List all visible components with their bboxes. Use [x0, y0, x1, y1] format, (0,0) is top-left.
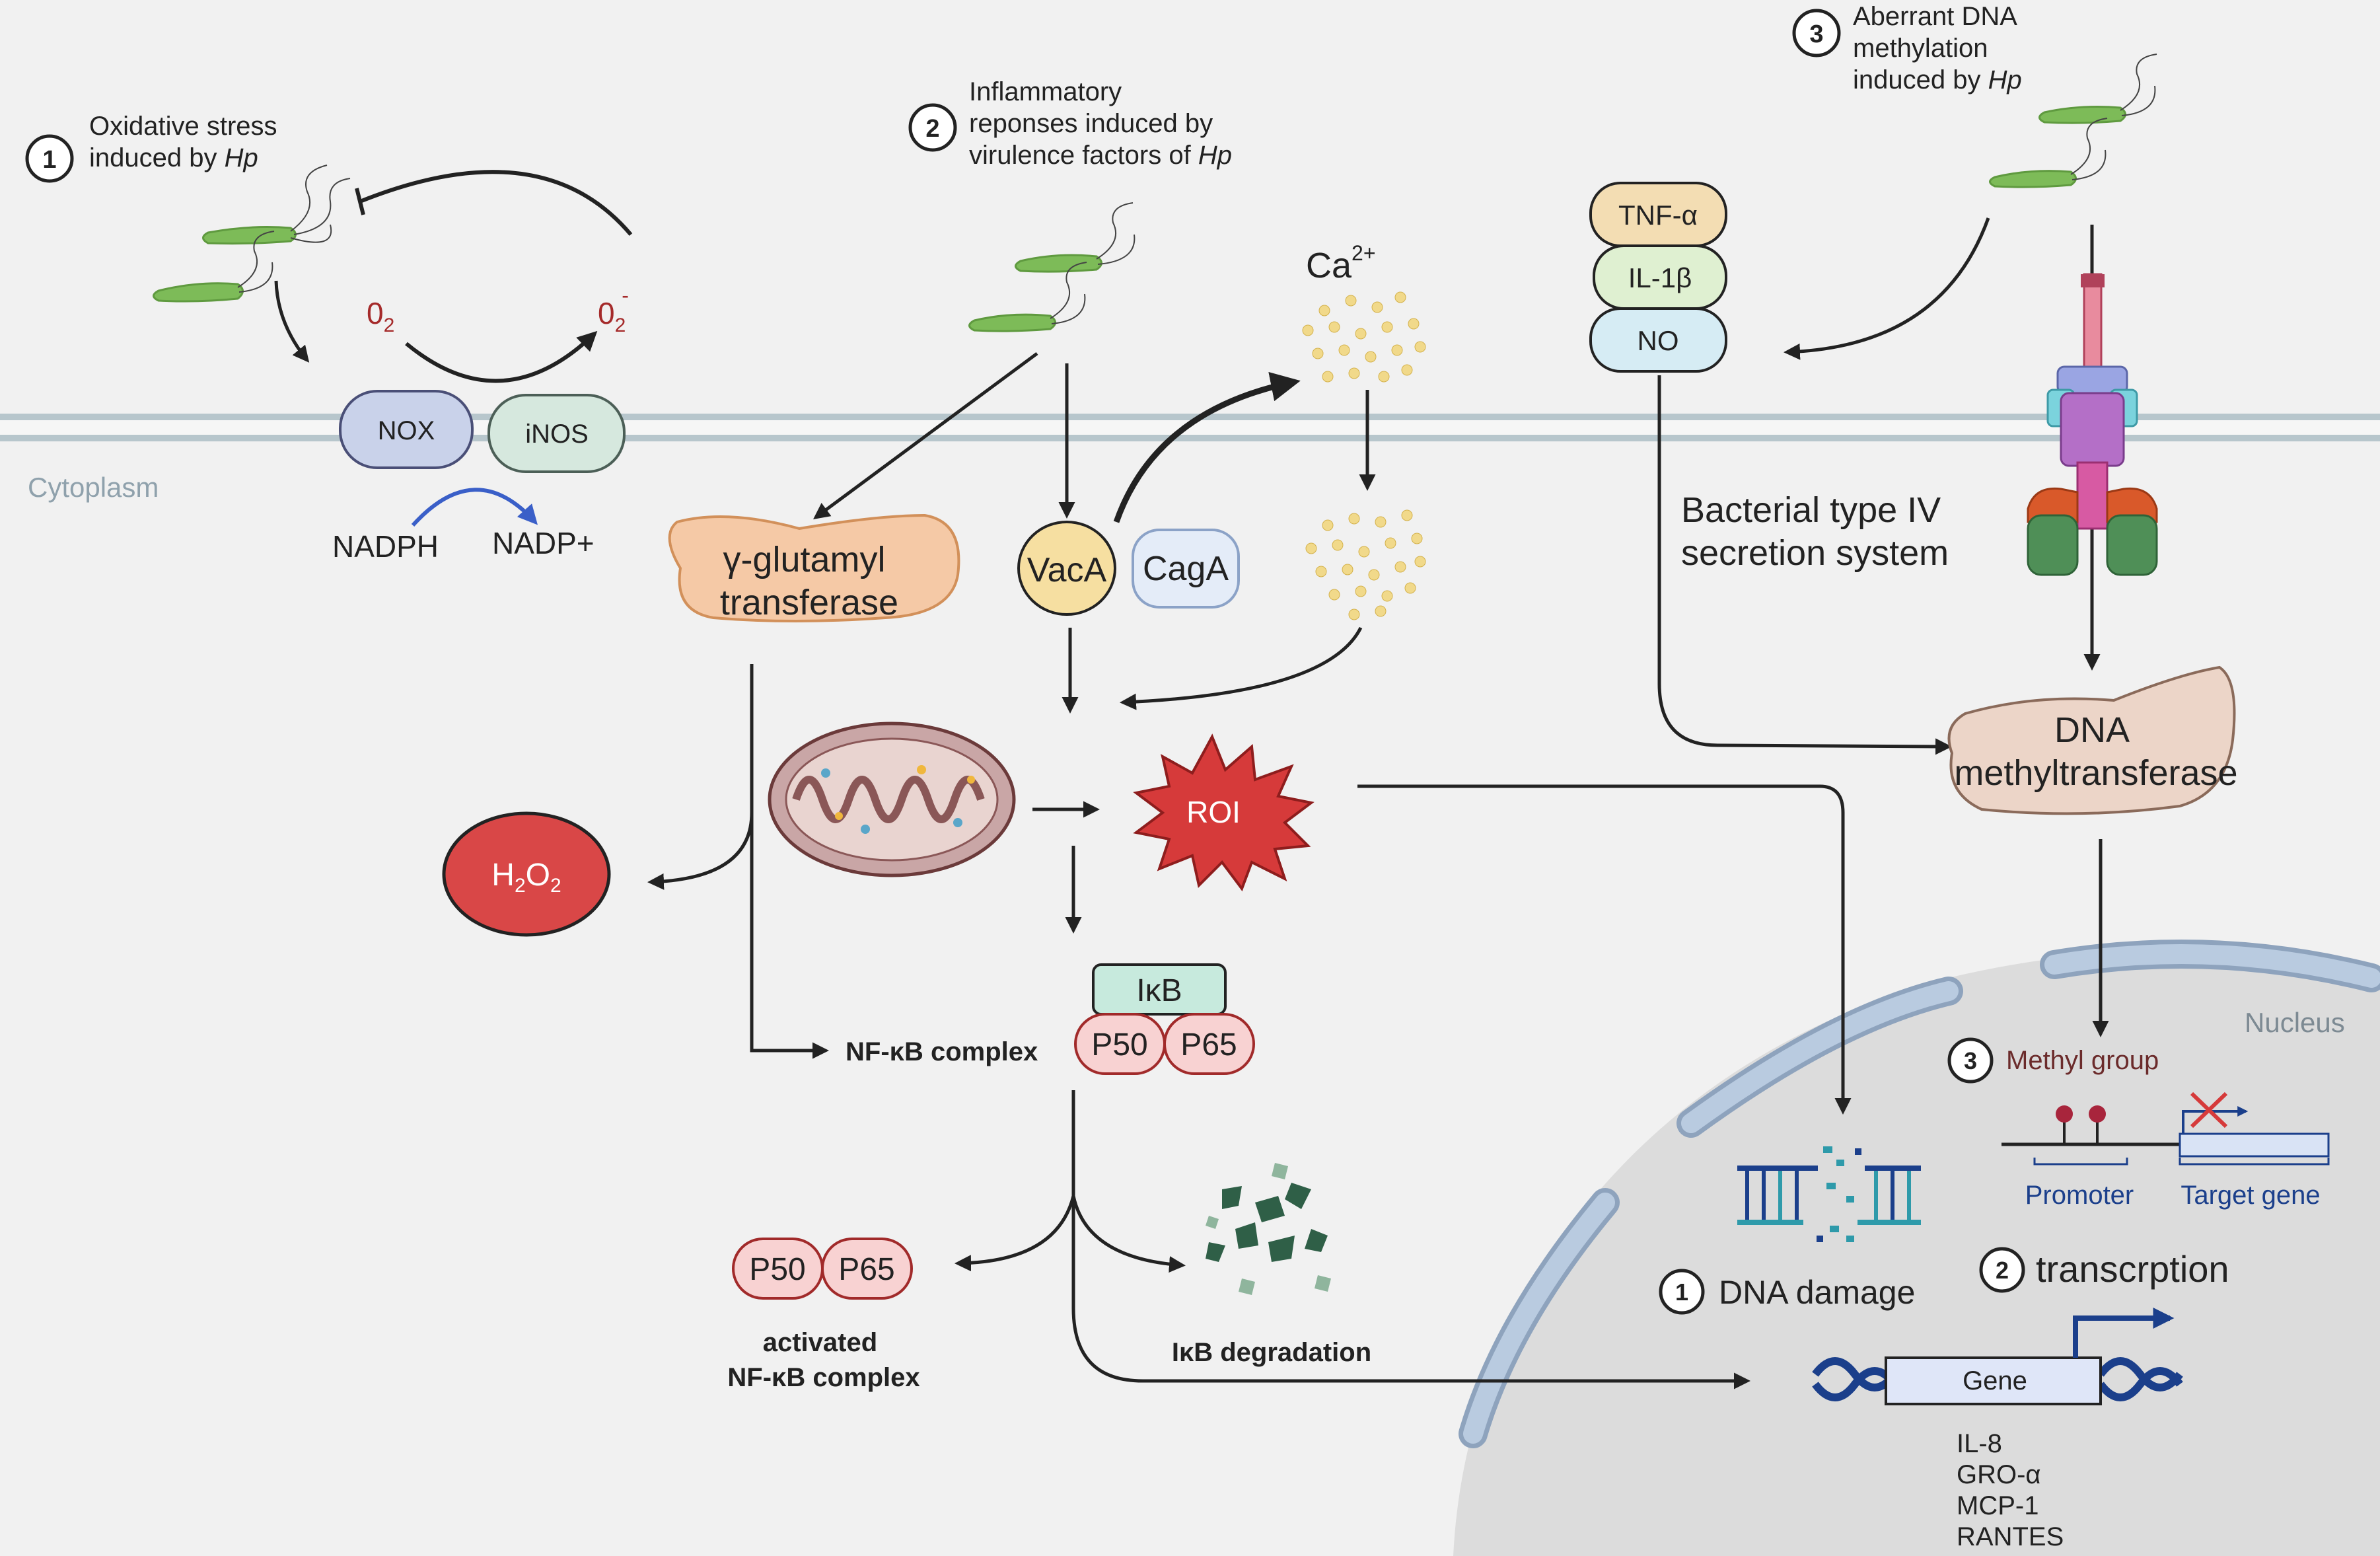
- svg-text:IκB: IκB: [1136, 973, 1182, 1008]
- svg-text:TNF-α: TNF-α: [1618, 200, 1698, 231]
- p50-subunit: P50: [1074, 1013, 1166, 1075]
- nox-enzyme: NOX: [339, 390, 474, 469]
- inos-enzyme: iNOS: [487, 394, 626, 473]
- svg-text:P65: P65: [838, 1252, 894, 1287]
- no-molecule: NO: [1589, 307, 1727, 373]
- calcium-particles-top: [1302, 291, 1426, 383]
- activated-p65-subunit: P65: [821, 1238, 913, 1300]
- svg-text:P50: P50: [749, 1252, 805, 1287]
- dna-methyltransferase-enzyme: DNA methyltransferase: [1947, 665, 2238, 815]
- roi-to-dna-damage-arrow: [1357, 784, 1852, 1115]
- o2-label: 02: [367, 296, 394, 336]
- vaca-factor: VacA: [1017, 521, 1116, 616]
- ikb-protein: IκB: [1092, 963, 1227, 1016]
- nfkb-to-degradation-arrow: [1071, 1195, 1186, 1273]
- svg-text:H2O2: H2O2: [491, 858, 561, 897]
- inhibition-bar: [355, 188, 365, 215]
- dna-damage-label: DNA damage: [1719, 1274, 1915, 1311]
- svg-text:DNA methyltransferase: DNA methyltransferase: [1954, 710, 2237, 793]
- svg-text:1: 1: [1675, 1278, 1688, 1306]
- bacterium-icon: [1015, 202, 1136, 273]
- no-to-dnmt-arrow: [1657, 375, 1952, 755]
- bacterium-icon: [153, 231, 275, 303]
- feedback-inhibition-line: [359, 170, 633, 236]
- svg-text:2: 2: [1996, 1257, 2009, 1284]
- cytoplasm-label: Cytoplasm: [28, 472, 159, 503]
- svg-text:2: 2: [925, 115, 939, 143]
- nadp-label: NADP+: [492, 526, 595, 560]
- ikb-fragments-icon: [1206, 1163, 1331, 1295]
- step2-number-badge: 2: [908, 103, 957, 152]
- gene-label: Gene: [1963, 1366, 2027, 1395]
- transcription-label: transcrption: [2036, 1248, 2229, 1290]
- svg-text:ROI: ROI: [1186, 795, 1241, 829]
- svg-text:CagA: CagA: [1143, 550, 1229, 588]
- bacteria-to-ggt-arrow: [812, 352, 1038, 519]
- transcription-number-badge: 2: [1979, 1247, 2025, 1293]
- methyl-group-label: Methyl group: [2006, 1046, 2159, 1075]
- svg-text:NOX: NOX: [378, 416, 435, 445]
- type-iv-secretion-system-icon: [2027, 225, 2158, 664]
- nfkb-to-gene-arrow: [1071, 1196, 1750, 1389]
- svg-text:γ-glutamyl transferase: γ-glutamyl transferase: [720, 540, 898, 622]
- ikb-degradation-label: IκB degradation: [1172, 1338, 1371, 1367]
- activated-nfkb-label: activated NF-κB complex: [727, 1328, 920, 1392]
- step2-title: Inflammatory reponses induced by virulen…: [969, 77, 1232, 170]
- ggt-to-nfkb-arrow: [750, 813, 829, 1059]
- ggt-enzyme: γ-glutamyl transferase: [668, 513, 960, 622]
- step3-number-badge: 3: [1792, 9, 1841, 57]
- nucleus-label: Nucleus: [2245, 1007, 2345, 1038]
- step3-title: Aberrant DNA methylation induced by Hp: [1853, 2, 2023, 94]
- svg-text:VacA: VacA: [1027, 551, 1107, 589]
- il1b-cytokine: IL-1β: [1593, 244, 1727, 310]
- bacteria-to-nox-arrow: [274, 280, 310, 363]
- nadph-label: NADPH: [332, 529, 439, 564]
- damaged-dna-icon: [1737, 1146, 1921, 1242]
- svg-text:3: 3: [1964, 1047, 1977, 1074]
- calcium-particles-bottom: [1305, 509, 1426, 620]
- nucleus-region: [1453, 949, 2380, 1556]
- nfkb-complex-label: NF-κB complex: [846, 1037, 1038, 1066]
- caga-factor: CagA: [1132, 529, 1240, 609]
- p65-subunit: P65: [1163, 1013, 1255, 1075]
- calcium-to-roi-arrow: [1120, 626, 1363, 710]
- nadph-conversion-arrow: [411, 488, 538, 527]
- calcium-label: Ca2+: [1306, 241, 1376, 285]
- svg-text:iNOS: iNOS: [525, 420, 589, 449]
- methyl-number-badge: 3: [1947, 1037, 1994, 1084]
- activated-p50-subunit: P50: [732, 1238, 824, 1300]
- o2-conversion-arrow: [405, 330, 598, 383]
- roi-burst: ROI: [1133, 733, 1315, 892]
- step1-title: Oxidative stress induced by Hp: [89, 112, 285, 172]
- bacterium-icon: [1989, 118, 2108, 188]
- svg-text:P65: P65: [1180, 1027, 1237, 1062]
- svg-text:1: 1: [42, 146, 56, 174]
- mitochondrion-icon: [768, 722, 1016, 877]
- svg-text:NO: NO: [1638, 325, 1679, 356]
- svg-text:IL-1β: IL-1β: [1628, 262, 1692, 293]
- gene-dna-icon: [1812, 1308, 2183, 1405]
- promoter-label: Promoter: [2025, 1181, 2134, 1210]
- dna-damage-number-badge: 1: [1659, 1269, 1705, 1315]
- methylated-promoter-icon: [2001, 1092, 2330, 1166]
- step1-number-badge: 1: [25, 134, 74, 183]
- nuclear-envelope: [1459, 940, 2380, 1448]
- bacteria-to-cytokines-arrow: [1784, 217, 1990, 360]
- o2-radical-label: 02-: [598, 283, 629, 336]
- svg-text:P50: P50: [1091, 1027, 1147, 1062]
- target-genes-list: IL-8 GRO-α MCP-1 RANTES: [1957, 1429, 2064, 1551]
- t4ss-label: Bacterial type IV secretion system: [1681, 490, 1951, 573]
- bacterium-icon: [968, 262, 1087, 332]
- vaca-to-calcium-arrow: [1113, 372, 1301, 523]
- svg-text:3: 3: [1809, 20, 1823, 48]
- nfkb-to-activated-arrow: [955, 1195, 1075, 1272]
- target-gene-label: Target gene: [2181, 1181, 2320, 1210]
- tnf-alpha-cytokine: TNF-α: [1589, 182, 1727, 247]
- h2o2-molecule: H2O2: [442, 811, 611, 937]
